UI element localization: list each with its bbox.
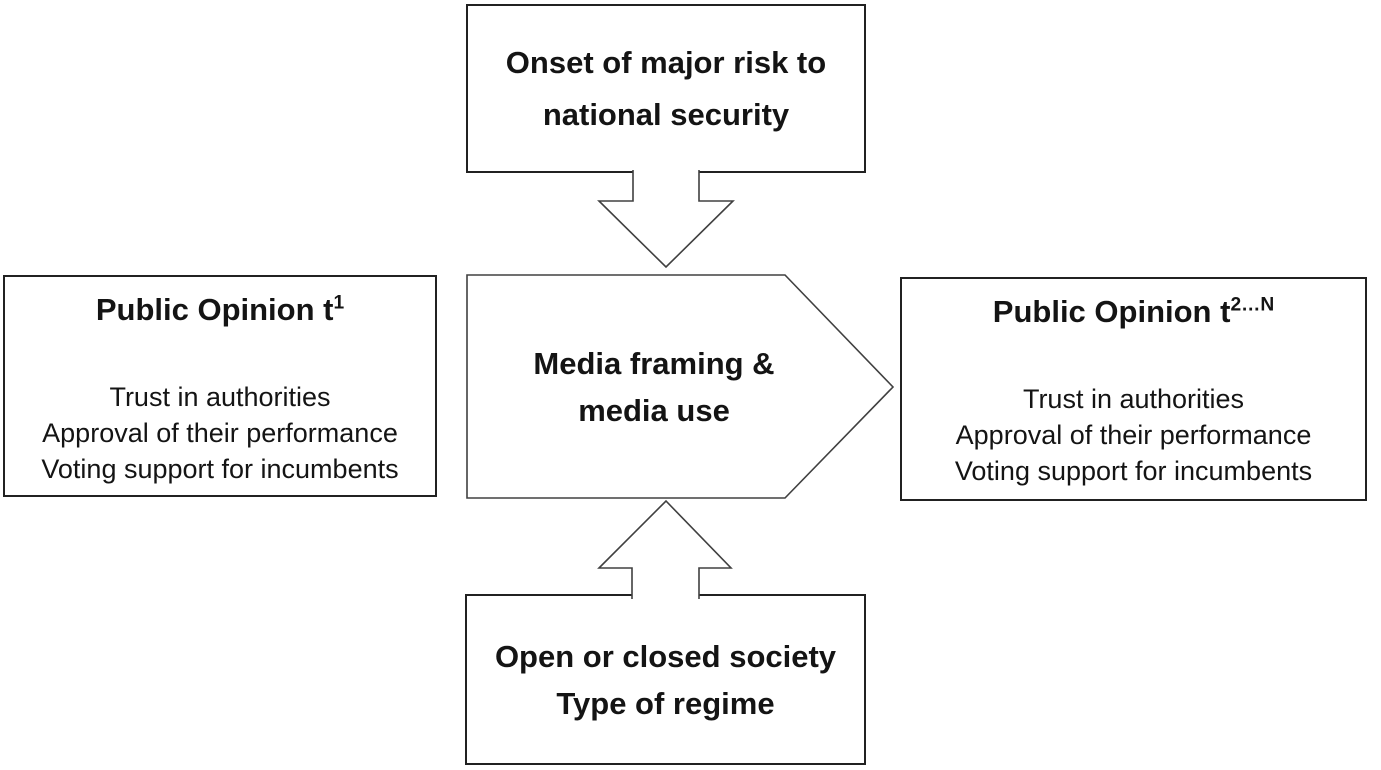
bottom-box-society-regime: Open or closed society Type of regime (465, 594, 866, 765)
right-box-title-superscript: 2…N (1230, 294, 1275, 316)
top-box-onset-risk: Onset of major risk to national security (466, 4, 866, 173)
left-box-item-trust: Trust in authorities (109, 382, 331, 412)
right-box-item-voting: Voting support for incumbents (954, 456, 1313, 486)
center-shape-line-2: media use (578, 392, 730, 428)
bottom-box-line-1: Open or closed society (494, 638, 837, 674)
bottom-box-line-2: Type of regime (556, 685, 775, 721)
center-shape-label: Media framing & media use (467, 275, 841, 498)
left-box-title: Public Opinion t1 (5, 291, 435, 329)
left-box-title-base: Public Opinion t (95, 292, 334, 327)
center-shape-line-1: Media framing & (533, 345, 775, 381)
right-box-title-base: Public Opinion t (992, 294, 1231, 329)
top-box-line-1: Onset of major risk to (505, 44, 827, 80)
left-box-items: Trust in authorities Approval of their p… (5, 379, 435, 487)
right-box-item-trust: Trust in authorities (1022, 384, 1245, 414)
right-box-public-opinion-t2n: Public Opinion t2…N Trust in authorities… (900, 277, 1367, 501)
left-box-item-voting: Voting support for incumbents (41, 454, 399, 484)
right-box-item-approval: Approval of their performance (955, 420, 1312, 450)
down-block-arrow (597, 170, 735, 269)
left-box-item-approval: Approval of their performance (42, 418, 398, 448)
left-box-title-superscript: 1 (333, 292, 345, 314)
top-box-line-2: national security (542, 96, 790, 132)
right-box-title: Public Opinion t2…N (902, 293, 1365, 331)
left-box-public-opinion-t1: Public Opinion t1 Trust in authorities A… (3, 275, 437, 497)
right-box-items: Trust in authorities Approval of their p… (902, 381, 1365, 489)
up-block-arrow (597, 499, 733, 599)
